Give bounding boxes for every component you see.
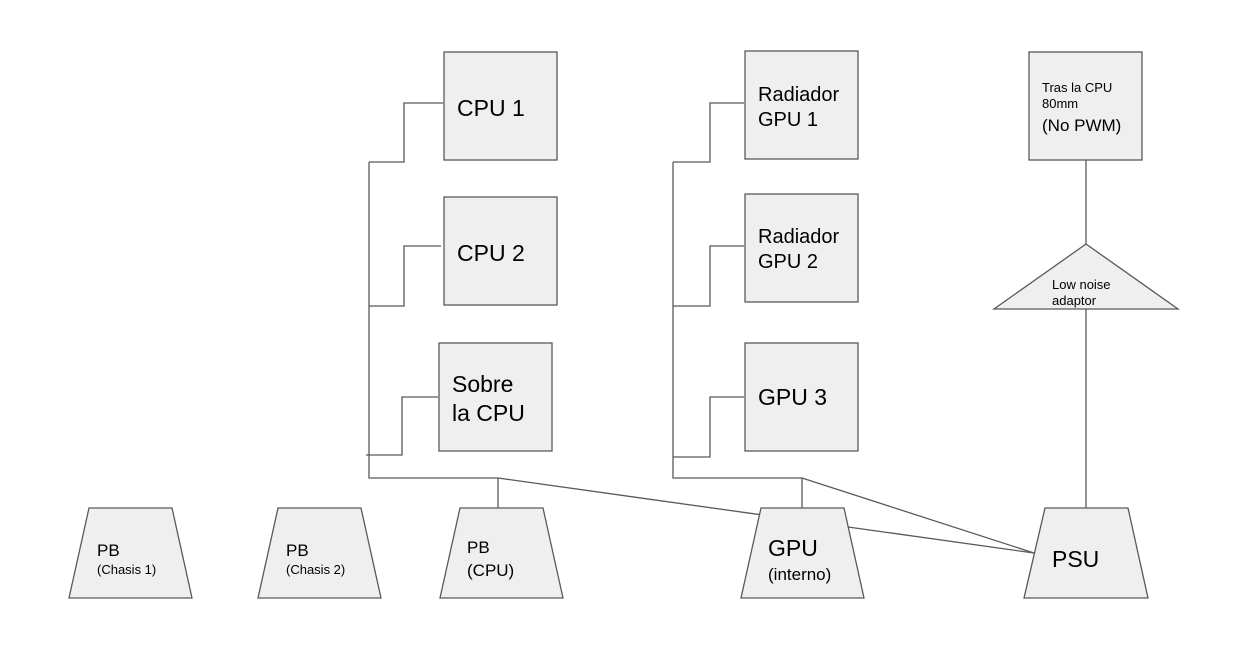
fan-gpu3-box — [744, 342, 859, 452]
wire-rad-gpu2 — [673, 245, 744, 307]
fan-sobre-cpu-label-line2: la CPU — [452, 400, 525, 426]
wire-cpu1 — [369, 102, 443, 163]
source-pb-cpu: PB (CPU) — [439, 507, 564, 599]
fan-rad-gpu2-label-line2: GPU 2 — [758, 251, 818, 273]
fan-cpu1-box — [443, 51, 558, 161]
fan-cpu1: CPU 1 — [443, 51, 558, 161]
source-gpu-interno-label-line2: (interno) — [768, 565, 831, 584]
source-pb-cpu-label-line2: (CPU) — [467, 561, 514, 580]
low-noise-adaptor: Low noise adaptor — [991, 243, 1181, 310]
fan-cpu2: CPU 2 — [443, 196, 558, 306]
fan-tras-cpu-label-line1: Tras la CPU — [1042, 80, 1112, 95]
fan-rad-gpu1-box — [744, 50, 859, 160]
source-psu-label: PSU — [1052, 546, 1099, 572]
source-pb-cpu-shape — [439, 507, 564, 599]
source-gpu-interno: GPU (interno) — [740, 507, 865, 599]
fan-sobre-cpu-label-line1: Sobre — [452, 371, 513, 397]
wire-gpu3 — [673, 396, 744, 458]
fan-rad-gpu2-box — [744, 193, 859, 303]
wire-gpu-bus — [672, 162, 803, 508]
source-pb-chasis1-label-line1: PB — [97, 541, 120, 560]
source-pb-chasis2-label-line1: PB — [286, 541, 309, 560]
wire-sobre-cpu — [369, 396, 438, 456]
source-pb-chasis1: PB (Chasis 1) — [68, 507, 193, 599]
fan-gpu3: GPU 3 — [744, 342, 859, 452]
source-pb-chasis1-label-line2: (Chasis 1) — [97, 562, 156, 577]
source-pb-chasis2-label-line2: (Chasis 2) — [286, 562, 345, 577]
adaptor-label-line2: adaptor — [1052, 293, 1097, 308]
source-pb-chasis2-shape — [257, 507, 382, 599]
fan-cpu2-box — [443, 196, 558, 306]
source-psu-shape — [1023, 507, 1149, 599]
fan-rad-gpu1-label-line1: Radiador — [758, 84, 840, 106]
fan-rad-gpu2: Radiador GPU 2 — [744, 193, 859, 303]
fan-rad-gpu2-label-line1: Radiador — [758, 226, 840, 248]
source-pb-chasis2: PB (Chasis 2) — [257, 507, 382, 599]
fan-cpu1-label: CPU 1 — [457, 95, 525, 121]
wire-cpu-bus — [368, 162, 499, 508]
source-gpu-interno-shape — [740, 507, 865, 599]
fan-rad-gpu1: Radiador GPU 1 — [744, 50, 859, 160]
wire-gpu-bus-to-psu — [801, 477, 1035, 554]
source-pb-cpu-label-line1: PB — [467, 538, 490, 557]
fan-tras-cpu: Tras la CPU 80mm (No PWM) — [1028, 51, 1143, 161]
fan-sobre-cpu: Sobre la CPU — [438, 342, 553, 452]
connector-lines — [366, 102, 1087, 554]
fan-cpu2-label: CPU 2 — [457, 240, 525, 266]
source-gpu-interno-label-line1: GPU — [768, 535, 818, 561]
fan-tras-cpu-label-line3: (No PWM) — [1042, 116, 1121, 135]
source-psu: PSU — [1023, 507, 1149, 599]
fan-gpu3-label: GPU 3 — [758, 384, 827, 410]
wire-rad-gpu1 — [673, 102, 744, 163]
adaptor-label-line1: Low noise — [1052, 277, 1111, 292]
source-pb-chasis1-shape — [68, 507, 193, 599]
fan-tras-cpu-label-line2: 80mm — [1042, 96, 1078, 111]
fan-rad-gpu1-label-line2: GPU 1 — [758, 109, 818, 131]
adaptor-triangle — [991, 243, 1181, 310]
wire-cpu2 — [369, 245, 441, 307]
fan-tras-cpu-box — [1028, 51, 1143, 161]
fan-sobre-cpu-box — [438, 342, 553, 452]
